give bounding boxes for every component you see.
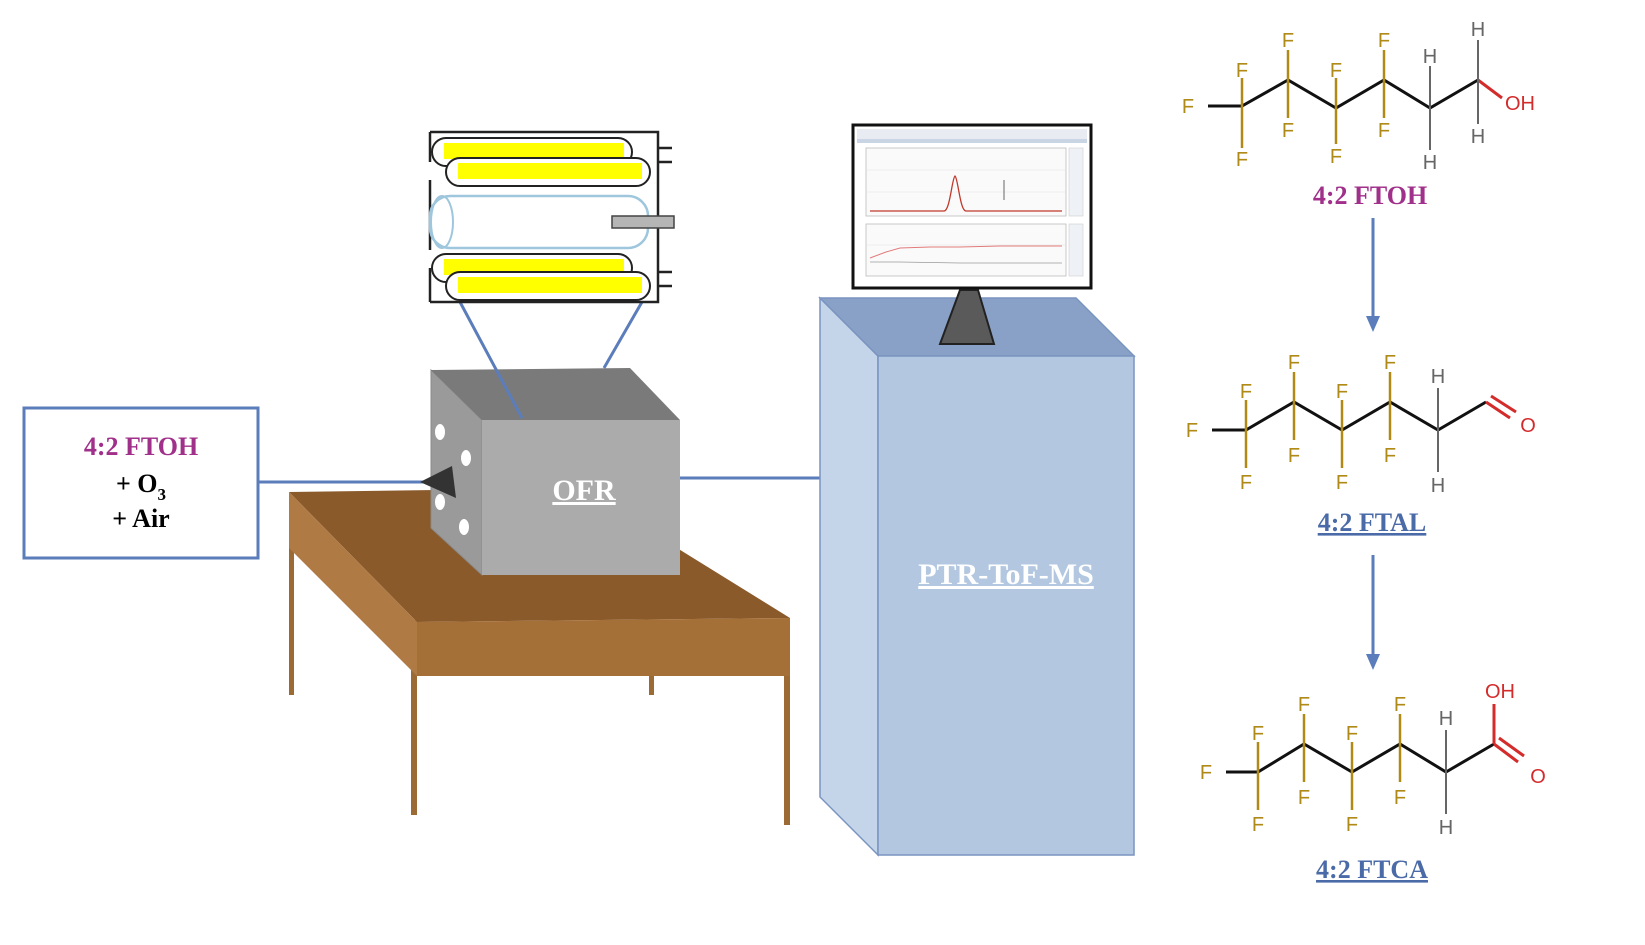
fluorine-atom-label: F — [1282, 120, 1294, 142]
zoom-line-left — [458, 301, 524, 419]
inlet-reactant-label: 4:2 FTOH — [84, 432, 198, 461]
fluorine-atom-label: F — [1252, 723, 1264, 745]
hydrogen-atom-label: H — [1439, 817, 1453, 839]
fluorine-atom-label: F — [1336, 381, 1348, 403]
molecule-ftal: F F F F F F F F F H H O — [1186, 352, 1536, 497]
fluorine-atom-label: F — [1298, 787, 1310, 809]
hydrogen-atom-label: H — [1439, 708, 1453, 730]
fluorine-atom-label: F — [1282, 30, 1294, 52]
fluorine-atom-label: F — [1182, 96, 1194, 118]
fluorine-atom-label: F — [1288, 445, 1300, 467]
hydrogen-atom-label: H — [1471, 19, 1485, 41]
fluorine-atom-label: F — [1240, 472, 1252, 494]
fluorine-atom-label: F — [1384, 352, 1396, 374]
reaction-pathway: F F F F F F F F F H H H H OH 4:2 FTOH — [1182, 19, 1546, 884]
inlet-air-label: + Air — [112, 504, 169, 533]
hydrogen-atom-label: H — [1431, 366, 1445, 388]
molecule-ftca: F F F F F F F F F H H OH O — [1200, 681, 1546, 839]
hydrogen-atom-label: H — [1423, 152, 1437, 174]
uv-lamp-detail — [428, 130, 675, 304]
reaction-arrow — [1366, 555, 1380, 670]
fluorine-atom-label: F — [1252, 814, 1264, 836]
oxygen-group-label: O — [1520, 415, 1536, 437]
oxygen-group-label: OH — [1485, 681, 1515, 703]
label-ftoh: 4:2 FTOH — [1313, 181, 1427, 210]
fluorine-atom-label: F — [1384, 445, 1396, 467]
fluorine-atom-label: F — [1186, 420, 1198, 442]
ofr-label: OFR — [552, 474, 616, 507]
fluorine-atom-label: F — [1236, 60, 1248, 82]
hydrogen-atom-label: H — [1431, 475, 1445, 497]
oxygen-group-label: OH — [1505, 93, 1535, 115]
instrument-label: PTR-ToF-MS — [918, 558, 1094, 591]
oxygen-group-label: O — [1530, 766, 1546, 788]
ptr-tof-ms-instrument: PTR-ToF-MS — [818, 296, 1136, 857]
inlet-box: 4:2 FTOH + O3 + Air — [22, 406, 260, 560]
fluorine-atom-label: F — [1200, 762, 1212, 784]
inlet-ozone-label: + O3 — [116, 469, 166, 504]
fluorine-atom-label: F — [1394, 694, 1406, 716]
fluorine-atom-label: F — [1330, 60, 1342, 82]
label-ftca: 4:2 FTCA — [1316, 855, 1428, 884]
inlet-nozzle — [420, 466, 456, 498]
hydrogen-atom-label: H — [1423, 46, 1437, 68]
fluorine-atom-label: F — [1236, 149, 1248, 171]
molecule-ftoh: F F F F F F F F F H H H H OH — [1182, 19, 1535, 174]
sampling-port — [611, 215, 675, 229]
fluorine-atom-label: F — [1346, 723, 1358, 745]
hydrogen-atom-label: H — [1471, 126, 1485, 148]
reaction-arrow — [1366, 218, 1380, 332]
computer-monitor — [851, 123, 1093, 345]
ofr-reactor: OFR — [420, 368, 680, 577]
label-ftal: 4:2 FTAL — [1318, 508, 1427, 537]
fluorine-atom-label: F — [1298, 694, 1310, 716]
fluorine-atom-label: F — [1288, 352, 1300, 374]
fluorine-atom-label: F — [1394, 787, 1406, 809]
monitor-screen-software — [857, 129, 1087, 277]
fluorine-atom-label: F — [1330, 146, 1342, 168]
fluorine-atom-label: F — [1346, 814, 1358, 836]
zoom-line-right — [602, 301, 644, 369]
fluorine-atom-label: F — [1240, 381, 1252, 403]
fluorine-atom-label: F — [1378, 30, 1390, 52]
fluorine-atom-label: F — [1336, 472, 1348, 494]
fluorine-atom-label: F — [1378, 120, 1390, 142]
